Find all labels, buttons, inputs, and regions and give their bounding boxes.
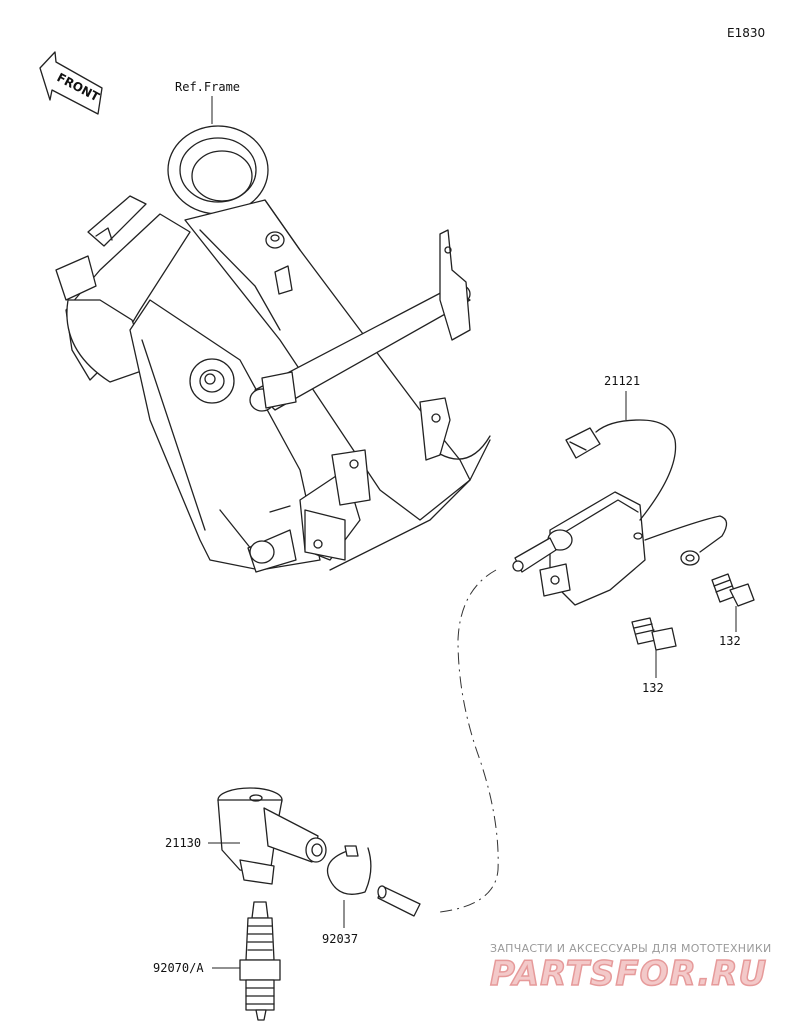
lead-end: [377, 885, 421, 917]
part-label-132-right: 132: [719, 634, 741, 648]
diagram-code: E1830: [727, 26, 765, 40]
bolt-132-right: [711, 573, 755, 607]
part-label-132-left: 132: [642, 681, 664, 695]
front-arrow-icon: FRONT: [39, 51, 103, 115]
part-label-21121: 21121: [604, 374, 640, 388]
watermark-logo: PARTSFOR.RU: [490, 954, 767, 994]
spark-plug-cap: [217, 787, 327, 885]
watermark-tagline: ЗАПЧАСТИ И АКСЕССУАРЫ ДЛЯ МОТОТЕХНИКИ: [490, 942, 772, 955]
frame-drawing: [55, 125, 491, 573]
ignition-coil: [512, 419, 728, 606]
spark-plug: [239, 901, 281, 1021]
part-label-21130: 21130: [165, 836, 201, 850]
frame-ref-label: Ref.Frame: [175, 80, 240, 94]
high-tension-lead: [439, 569, 499, 913]
bolt-132-left: [631, 617, 677, 651]
hose-clamp: [326, 845, 372, 895]
part-label-92037: 92037: [322, 932, 358, 946]
part-label-92070-a: 92070/A: [153, 961, 204, 975]
